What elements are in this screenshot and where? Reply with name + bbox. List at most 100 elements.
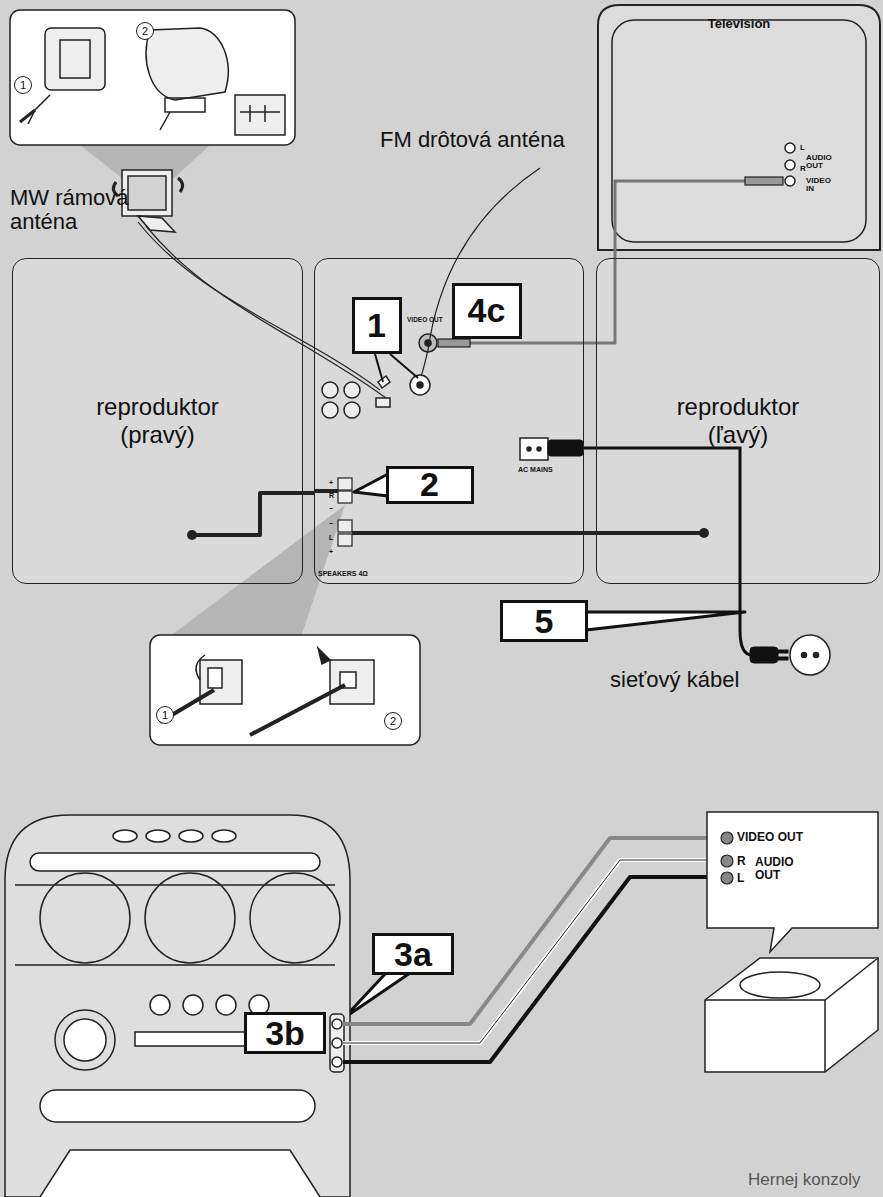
micro-system-front [40, 1090, 315, 1122]
step-number: 2 [136, 22, 154, 40]
speaker-terminal [338, 478, 352, 490]
antenna-socket [376, 398, 390, 407]
detail-inset [150, 635, 420, 745]
jack-label: SPEAKERS 4Ω [318, 570, 408, 577]
speaker-cable [314, 489, 338, 493]
tv-jack [785, 176, 795, 186]
console-jack [721, 855, 733, 867]
rca-jack-group [344, 402, 360, 418]
power-plug [548, 440, 583, 456]
micro-system-front [113, 830, 137, 842]
terminal-detail [330, 660, 374, 704]
antenna-detail [240, 105, 280, 122]
speaker-terminal [338, 491, 352, 503]
speaker-cable [195, 491, 700, 535]
power-cord [583, 448, 752, 655]
micro-system-front [145, 873, 235, 963]
speaker-cable [352, 531, 584, 535]
micro-system-front [216, 995, 236, 1015]
video-cable [470, 342, 584, 345]
jack-label: − [329, 520, 339, 527]
step-number: 1 [156, 706, 174, 724]
callout-pointer [390, 354, 418, 378]
micro-system-front [30, 853, 320, 871]
jack-label: L [737, 872, 751, 885]
callout-pointer [586, 612, 745, 630]
television-housing [612, 20, 866, 242]
terminal-detail [318, 648, 330, 664]
micro-system-front [212, 830, 236, 842]
mw-loop-antenna [128, 176, 166, 210]
power-plug [778, 657, 788, 660]
ac-socket [520, 438, 548, 460]
television-housing [598, 5, 880, 250]
jack-label: Television [598, 17, 880, 31]
speaker-cable [584, 531, 596, 535]
jack-label: + [329, 479, 339, 486]
jack-label: R [800, 165, 812, 173]
rca-plug [745, 177, 783, 185]
inset-wedge [165, 505, 345, 640]
antenna-socket [376, 375, 430, 407]
wall-socket [814, 653, 819, 658]
game-console [740, 972, 820, 998]
micro-system-front [64, 1019, 106, 1061]
video-cable [584, 250, 615, 343]
television-housing [598, 5, 880, 250]
rca-plug [438, 339, 470, 347]
callout-number: 5 [535, 602, 554, 641]
callout-number: 2 [386, 466, 474, 504]
speaker-cable [303, 491, 314, 495]
antenna-detail [20, 28, 285, 135]
console-bubble [707, 812, 878, 952]
antenna-detail [45, 28, 105, 90]
micro-system-front [179, 830, 203, 842]
antenna-socket [378, 376, 390, 388]
part-label: MW rámová anténa [10, 186, 145, 234]
speaker-wire-end [699, 528, 709, 538]
speaker-terminal [338, 520, 352, 532]
micro-system-front [15, 885, 335, 965]
rca-jack-group [344, 382, 360, 398]
micro-system-front [332, 1057, 342, 1067]
terminal-detail [160, 690, 214, 722]
antenna-detail [235, 95, 285, 135]
callout-number: 3b [265, 1014, 305, 1053]
jack-label: VIDEO OUT [407, 317, 451, 324]
speaker-cable [596, 531, 700, 535]
console-output-bubble: VIDEO OUTRAUDIO OUTL [707, 812, 878, 928]
jack-label: VIDEO IN [806, 177, 840, 194]
unit-rear-panel: VIDEO OUTAC MAINS+R−−L+SPEAKERS 4Ω14c2 [314, 258, 584, 584]
micro-system-front [146, 830, 170, 842]
antenna-wire [421, 168, 540, 376]
jack-label: + [329, 548, 339, 555]
speaker-terminal [338, 534, 352, 546]
power-plug [778, 650, 788, 653]
jack-label: R [737, 855, 751, 868]
callout-pointer [375, 354, 383, 382]
speaker-cable [195, 493, 302, 535]
micro-system-front [5, 815, 350, 1197]
antenna-detail [146, 28, 228, 100]
jack-label: L [800, 144, 812, 152]
jack-label: AUDIO OUT [806, 154, 842, 171]
video-cable [470, 181, 745, 343]
terminal-detail [208, 668, 222, 688]
console-bubble [707, 812, 878, 952]
terminal-detail [160, 648, 374, 735]
speaker-label: reproduktor (ľavý) [653, 393, 823, 448]
av-cable [343, 838, 712, 1024]
callout-number: 4c [452, 283, 522, 339]
jack-label: VIDEO OUT [737, 831, 867, 844]
callout-number: 4c [468, 291, 506, 330]
jack-label: − [329, 505, 339, 512]
console-jack [721, 832, 733, 884]
game-console [705, 958, 878, 1072]
wall-socket [790, 635, 830, 675]
micro-system-front [183, 995, 203, 1015]
power-plug [750, 647, 778, 663]
speaker-wire-end [187, 528, 709, 540]
mw-loop-antenna [122, 170, 172, 216]
